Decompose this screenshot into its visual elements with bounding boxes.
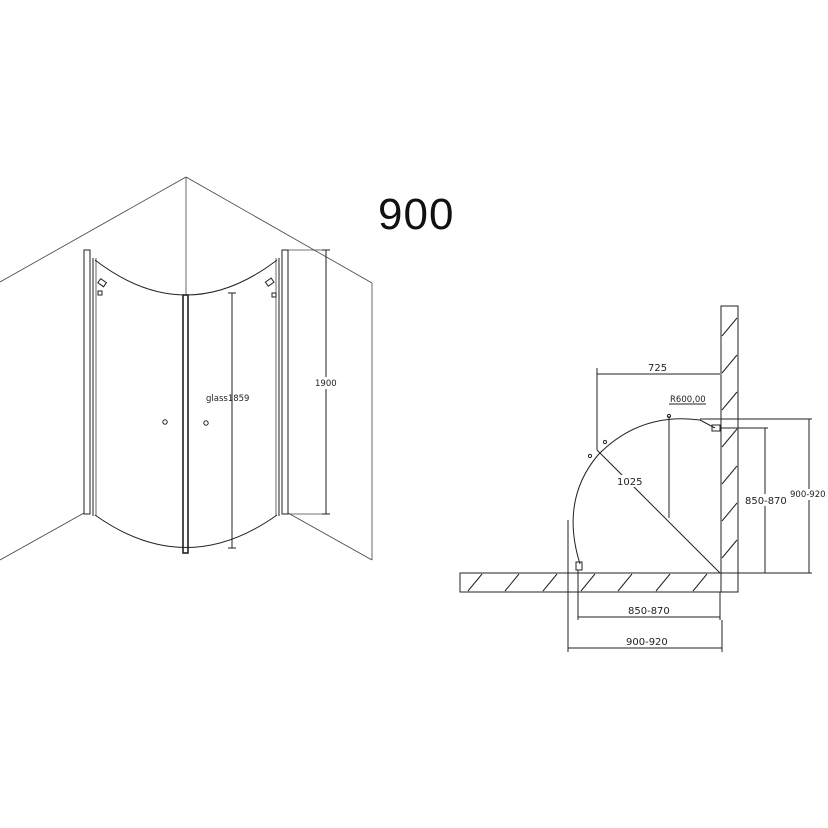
left-wall-profile: [83, 249, 97, 516]
radius-label: R600,00: [670, 395, 706, 405]
plan-view: 1025 R600,00 725 850-870 900-920: [459, 305, 828, 652]
door-width-label: 725: [648, 363, 667, 374]
top-fixing: [711, 424, 721, 432]
wall-outline: [0, 176, 373, 561]
right-wall-hatch: [720, 305, 739, 593]
diagonal-label: 1025: [617, 477, 642, 488]
outer-width-label: 900-920: [626, 637, 668, 648]
inner-height-label: 850-870: [745, 496, 787, 507]
inner-width-label: 850-870: [628, 606, 670, 617]
right-wall-profile: [275, 249, 324, 516]
door-seam: [182, 294, 189, 554]
bottom-curve: [94, 514, 278, 548]
outer-width-dimension: [567, 520, 723, 652]
enclosure-arc: [572, 418, 716, 565]
bottom-wall-hatch: [459, 572, 739, 593]
model-size-title: 900: [378, 190, 455, 239]
bottom-fixing: [575, 561, 583, 571]
total-height-label: 1900: [315, 379, 337, 389]
hinge-icon: [97, 277, 277, 298]
handle-icon: [162, 419, 209, 426]
inner-width-dimension: [577, 570, 721, 620]
diagonal-dimension: [596, 449, 721, 574]
glass-height-label: glass1859: [206, 394, 249, 404]
outer-height-label: 900-920: [790, 490, 826, 500]
glass-height-dimension: [228, 292, 236, 549]
door-width-dimension: [596, 368, 720, 450]
isometric-view: glass1859 1900: [0, 176, 373, 561]
